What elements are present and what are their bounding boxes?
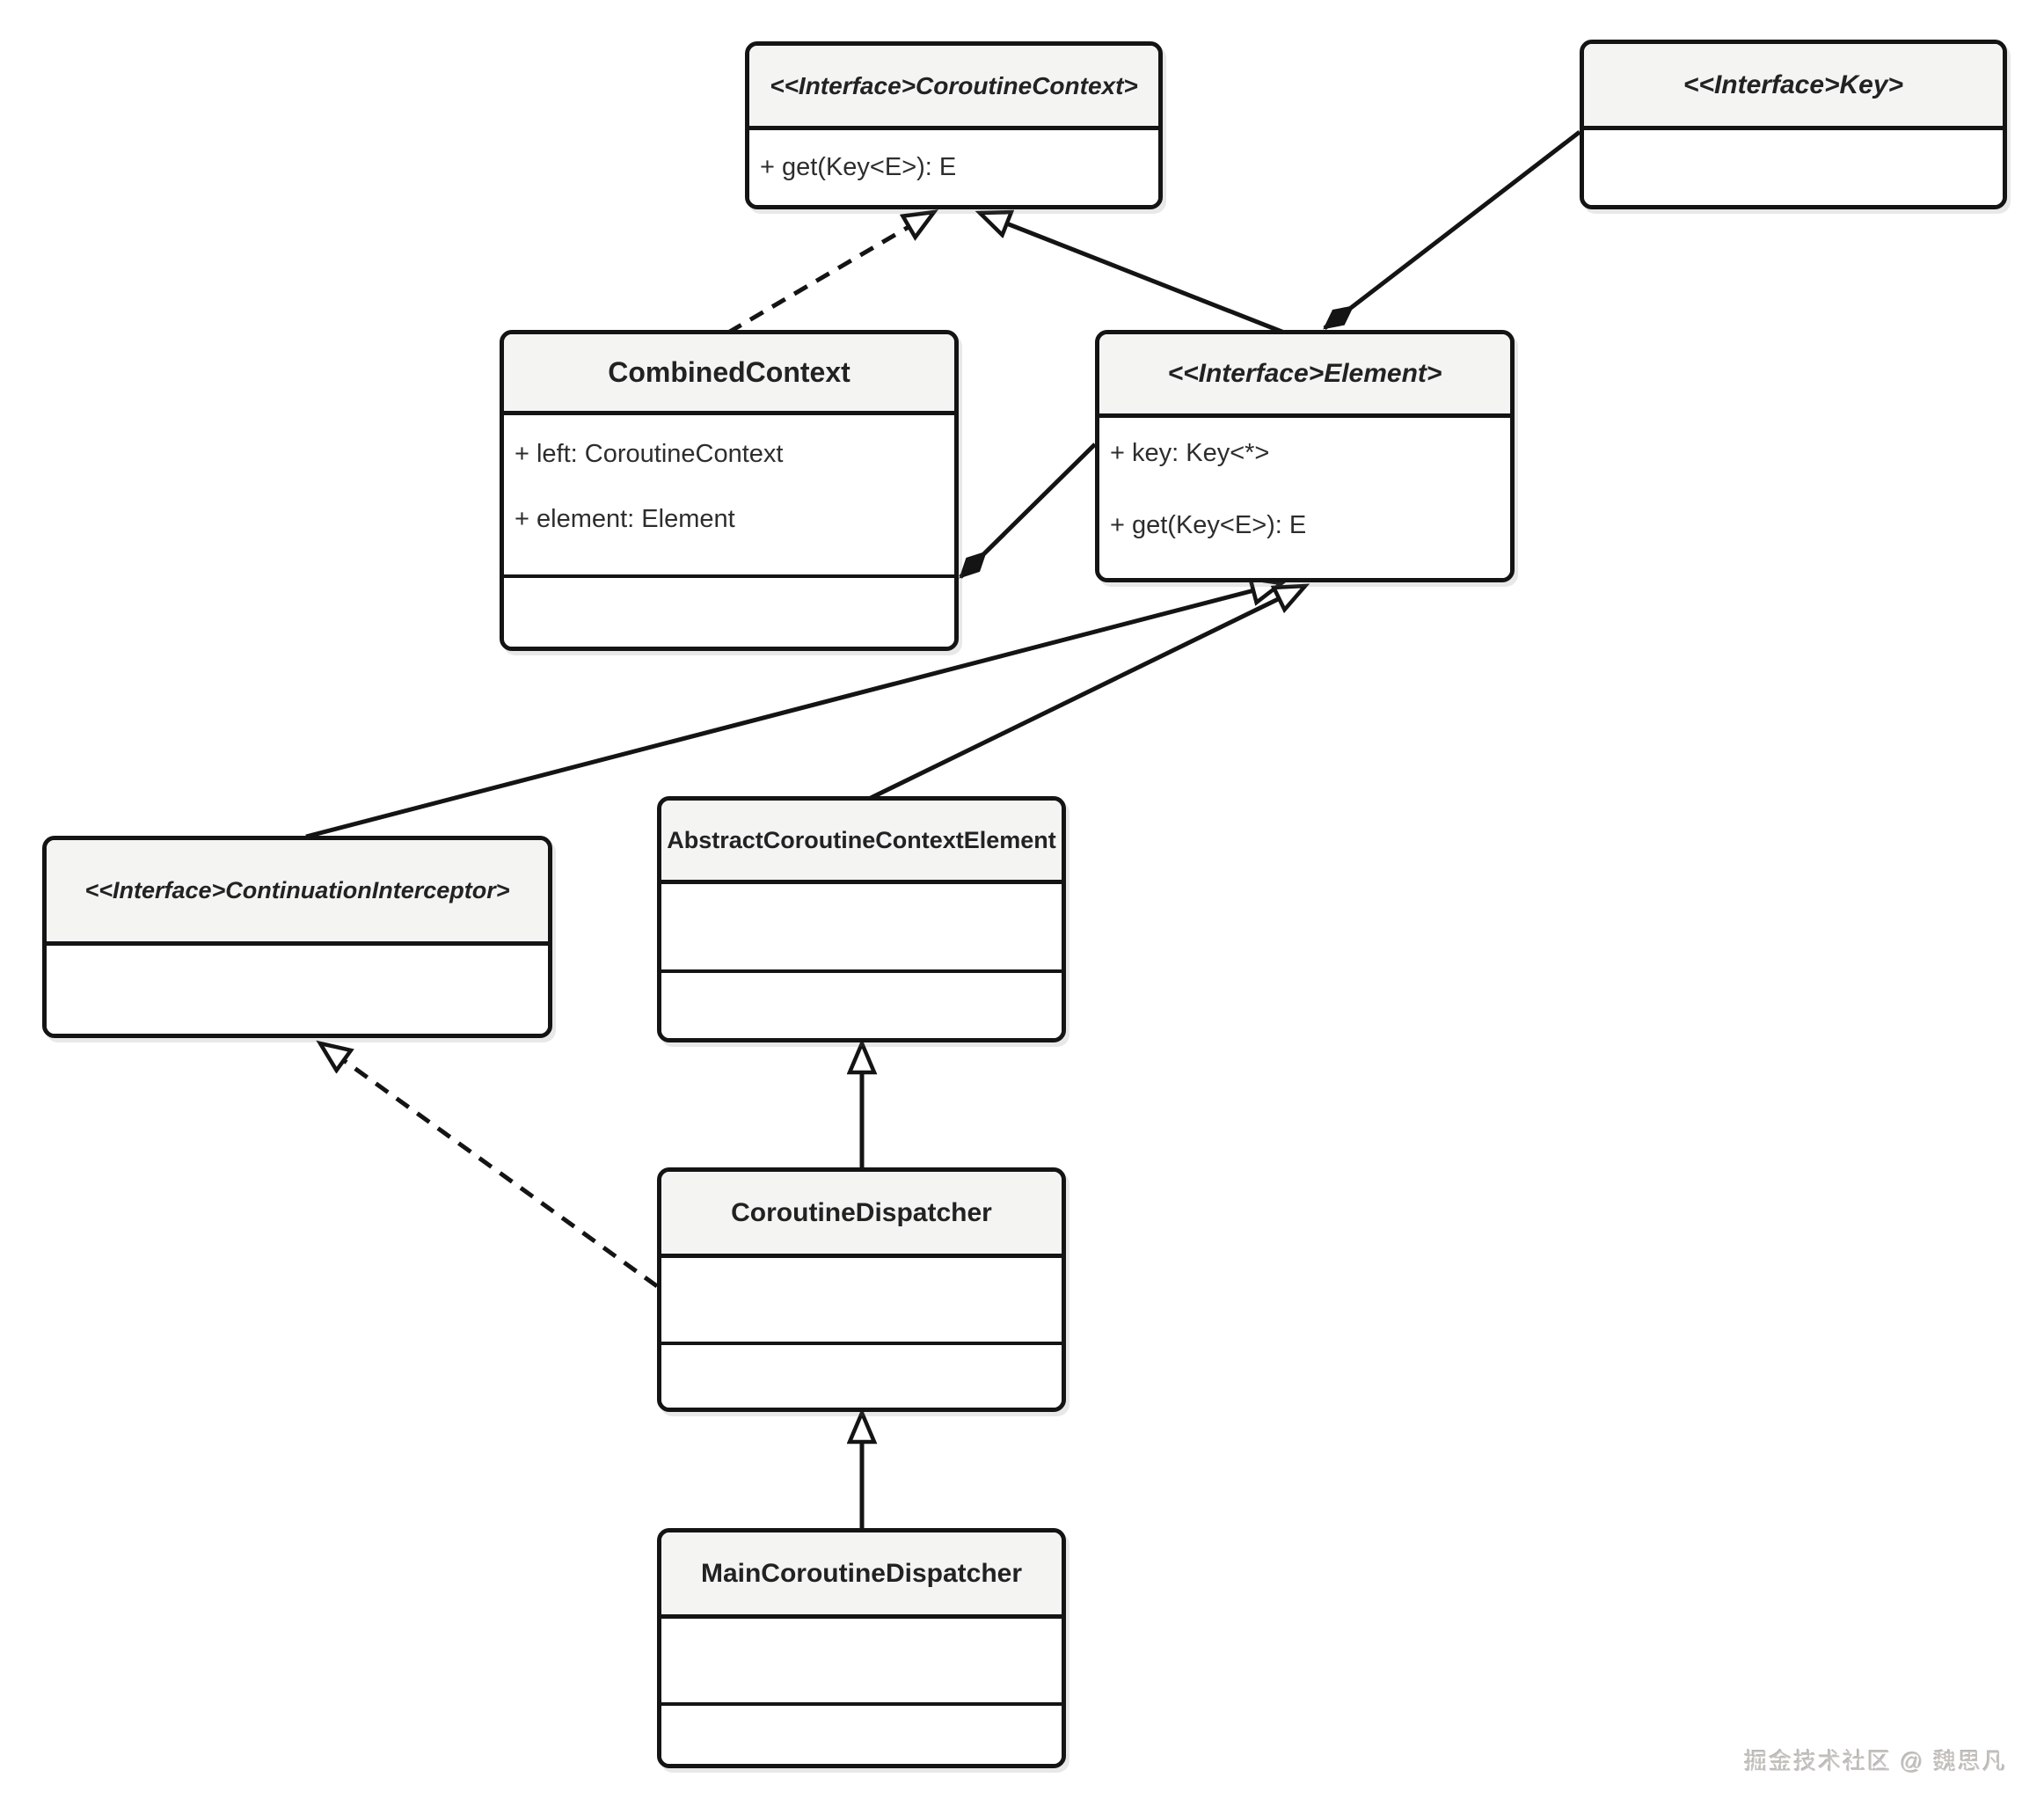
class-box-element: <<Interface>Element> + key: Key<*> + get… xyxy=(1095,330,1515,582)
edge-element-extends-coroutinecontext xyxy=(980,213,1285,335)
class-members-section: + get(Key<E>): E xyxy=(749,130,1158,205)
class-empty-section xyxy=(661,969,1062,1038)
class-box-continuation-interceptor: <<Interface>ContinuationInterceptor> xyxy=(42,836,552,1038)
class-title: <<Interface>CoroutineContext> xyxy=(749,46,1158,130)
class-box-combined-context: CombinedContext + left: CoroutineContext… xyxy=(500,330,959,651)
class-box-key: <<Interface>Key> xyxy=(1580,40,2007,209)
class-title: AbstractCoroutineContextElement xyxy=(661,801,1062,884)
class-member: + element: Element xyxy=(515,505,735,533)
watermark: 掘金技术社区 @ 魏思凡 xyxy=(1744,1748,2007,1774)
class-member: + get(Key<E>): E xyxy=(1110,511,1307,539)
class-empty-section xyxy=(661,1342,1062,1408)
class-empty-section xyxy=(661,1702,1062,1764)
class-title: <<Interface>Key> xyxy=(1584,44,2003,130)
class-title: <<Interface>ContinuationInterceptor> xyxy=(47,840,548,946)
class-title: CombinedContext xyxy=(504,334,954,415)
class-empty-section xyxy=(504,574,954,647)
class-title: MainCoroutineDispatcher xyxy=(661,1532,1062,1619)
class-empty-section xyxy=(47,946,548,1034)
class-member: + get(Key<E>): E xyxy=(760,153,957,181)
class-empty-section xyxy=(1584,130,2003,205)
edge-combinedcontext-realizes-coroutinecontext xyxy=(726,212,934,335)
edge-continuationinterceptor-extends-element xyxy=(305,583,1281,839)
class-members-section: + left: CoroutineContext + element: Elem… xyxy=(504,415,954,574)
edge-abstractcoroutinecontextelement-extends-element xyxy=(869,586,1305,801)
class-members-section: + key: Key<*> + get(Key<E>): E xyxy=(1099,418,1510,578)
edge-key-composed-in-element xyxy=(1323,130,1581,330)
class-box-abstract-coroutine-context-element: AbstractCoroutineContextElement xyxy=(657,796,1066,1042)
class-title: <<Interface>Element> xyxy=(1099,334,1510,418)
class-empty-section xyxy=(661,1258,1062,1342)
edge-coroutinedispatcher-realizes-continuationinterceptor xyxy=(320,1043,659,1289)
class-box-main-coroutine-dispatcher: MainCoroutineDispatcher xyxy=(657,1528,1066,1768)
class-empty-section xyxy=(661,884,1062,969)
class-member: + key: Key<*> xyxy=(1110,439,1270,467)
class-member: + left: CoroutineContext xyxy=(515,440,784,468)
class-empty-section xyxy=(661,1619,1062,1702)
edge-element-composed-in-combinedcontext xyxy=(959,443,1097,579)
class-title: CoroutineDispatcher xyxy=(661,1172,1062,1258)
class-box-coroutine-context: <<Interface>CoroutineContext> + get(Key<… xyxy=(745,41,1163,209)
class-box-coroutine-dispatcher: CoroutineDispatcher xyxy=(657,1167,1066,1412)
